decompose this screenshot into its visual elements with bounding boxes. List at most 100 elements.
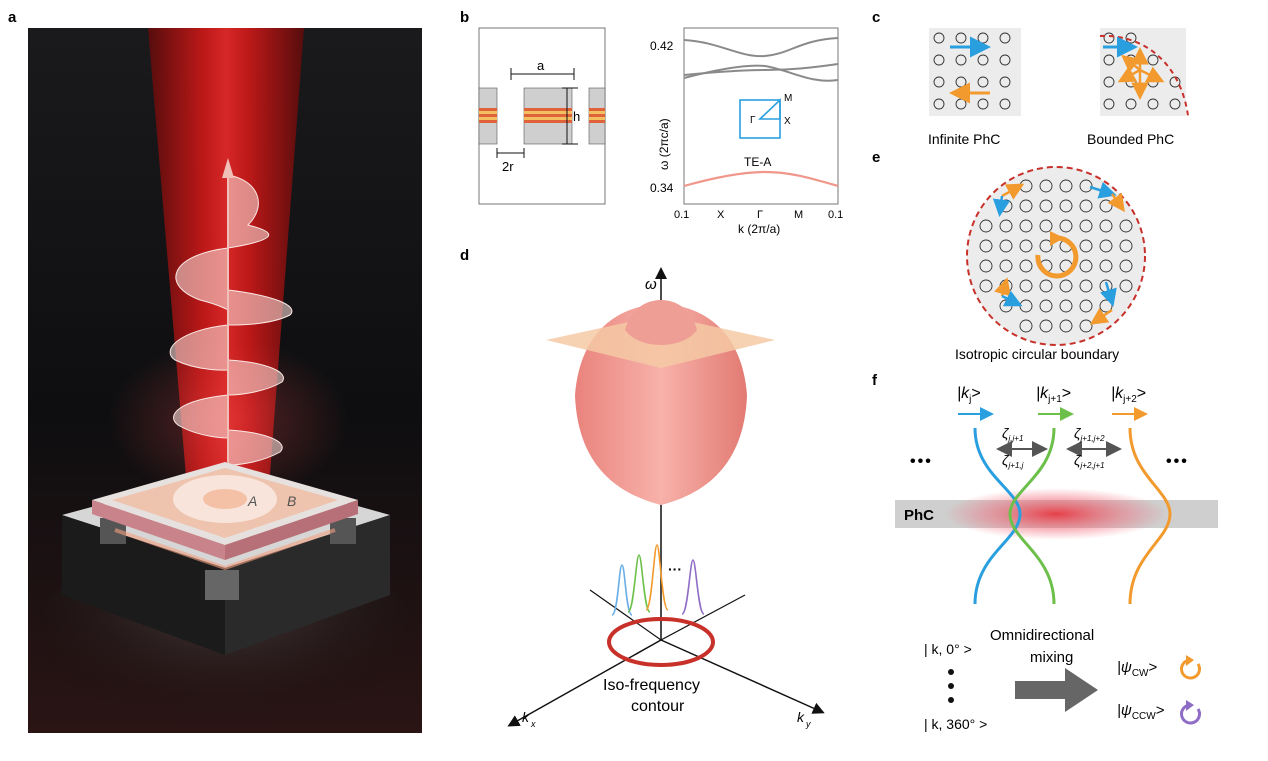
lattice-hole xyxy=(999,259,1013,273)
mixing-caption-1: Omnidirectional xyxy=(990,627,1094,644)
kx-sub: x xyxy=(530,719,536,729)
panel-b-letter: b xyxy=(460,9,469,26)
dim-2r-label: 2r xyxy=(502,159,514,174)
band-upper-3 xyxy=(683,63,839,76)
panel-f: f |kj> |kj+1> |kj+2> PhC ζj,j+1 ζj+1,j ζ… xyxy=(872,372,1218,732)
phc-label: PhC xyxy=(904,507,934,524)
band-upper-1 xyxy=(683,37,839,58)
kx-label: k xyxy=(522,709,530,725)
zeta-top-1: ζj,j+1 xyxy=(1002,425,1023,443)
lattice-hole xyxy=(1059,279,1073,293)
y-axis-label: ω (2πc/a) xyxy=(657,118,671,170)
ky-sub: y xyxy=(805,719,811,729)
contour-caption-2: contour xyxy=(631,698,685,715)
x-ticks: 0.1 X Γ M 0.1 xyxy=(674,209,843,221)
lattice-hole xyxy=(955,32,967,44)
y-tick-top: 0.42 xyxy=(650,39,674,53)
lattice-hole xyxy=(1059,179,1073,193)
lattice-hole xyxy=(1079,259,1093,273)
ket-j1: |kj+1> xyxy=(1036,385,1071,405)
lattice-hole xyxy=(933,54,945,66)
region-b-label: B xyxy=(287,493,296,509)
omega-label: ω xyxy=(645,276,657,293)
vortex-beam-spiral xyxy=(169,174,293,466)
lattice-hole xyxy=(1103,54,1115,66)
slab-edge-glow xyxy=(114,528,336,571)
lattice-hole xyxy=(1059,299,1073,313)
lattice-hole xyxy=(979,239,993,253)
lattice-hole xyxy=(1147,98,1159,110)
axis-back-left xyxy=(589,589,662,641)
panel-e: e Isotropic circular boundary xyxy=(872,149,1146,362)
phc-cavity-glow xyxy=(944,488,1168,540)
panel-f-letter: f xyxy=(872,372,878,389)
lattice-hole xyxy=(1099,239,1113,253)
bz-gamma: Γ xyxy=(750,115,756,126)
lattice-hole xyxy=(1119,279,1133,293)
lattice-hole xyxy=(1079,299,1093,313)
lattice-hole xyxy=(1125,98,1137,110)
panel-b: b a h 2r xyxy=(460,9,843,236)
lattice-hole xyxy=(1019,219,1033,233)
mixing-caption-2: mixing xyxy=(1030,649,1073,666)
x-tick-2: Γ xyxy=(757,209,763,221)
zeta-bot-1: ζj+1,j xyxy=(1002,452,1024,470)
mode-profile-j1 xyxy=(1008,427,1056,605)
dim-a-label: a xyxy=(537,58,545,73)
ellipsis-right: ••• xyxy=(1166,453,1189,470)
lattice-hole xyxy=(1079,179,1093,193)
lattice-hole xyxy=(979,259,993,273)
lattice-hole xyxy=(1039,219,1053,233)
bz-x: X xyxy=(784,116,791,127)
lattice-hole xyxy=(1099,259,1113,273)
lattice-hole xyxy=(1059,199,1073,213)
ket-k-0: | k, 0° > xyxy=(924,641,972,657)
substrate-right-face xyxy=(225,515,390,655)
band-label-te-a: TE-A xyxy=(744,155,771,169)
lattice-hole xyxy=(999,54,1011,66)
lattice-hole xyxy=(1079,219,1093,233)
lattice-hole xyxy=(1039,319,1053,333)
band-surface-top xyxy=(625,300,697,345)
ellipsis-left: ••• xyxy=(910,453,933,470)
x-tick-4: 0.1 xyxy=(828,209,843,221)
bounded-phc-caption: Bounded PhC xyxy=(1087,131,1174,147)
ket-j2: |kj+2> xyxy=(1111,385,1146,405)
contour-caption-1: Iso-frequency xyxy=(603,677,700,694)
panel-c: c Infinite PhC Bounded PhC xyxy=(872,9,1189,147)
lattice-hole xyxy=(1039,279,1053,293)
lattice-hole xyxy=(999,219,1013,233)
peak-green xyxy=(627,554,651,613)
ccw-circulation-icon xyxy=(1180,703,1201,725)
pillar-front xyxy=(205,570,239,600)
lattice-hole xyxy=(1103,98,1115,110)
substrate-left-face xyxy=(62,515,225,655)
infinite-phc-caption: Infinite PhC xyxy=(928,131,1000,147)
zeta-bot-2: ζj+2,j+1 xyxy=(1074,452,1105,470)
central-circulation xyxy=(1035,235,1079,279)
slab-cross-section xyxy=(478,87,606,145)
lattice-hole xyxy=(1079,319,1093,333)
lattice-hole xyxy=(1079,239,1093,253)
lattice-hole xyxy=(1019,319,1033,333)
beam-axis-arrowhead xyxy=(222,158,234,178)
lattice-hole xyxy=(999,76,1011,88)
axis-back-right xyxy=(660,594,746,641)
lattice-hole xyxy=(977,98,989,110)
peak-blue xyxy=(611,564,633,616)
ky-label: k xyxy=(797,709,805,725)
lattice-hole xyxy=(1099,219,1113,233)
panel-a-letter: a xyxy=(8,9,17,26)
bounded-edge-dashed xyxy=(1099,34,1189,117)
lattice-hole xyxy=(999,98,1011,110)
lattice-hole xyxy=(1079,199,1093,213)
psi-ccw: |ψCCW> xyxy=(1117,702,1165,722)
lattice-hole xyxy=(1119,219,1133,233)
peak-orange xyxy=(645,544,669,611)
ky-axis xyxy=(660,639,825,714)
lattice-hole xyxy=(1103,32,1115,44)
lattice-hole xyxy=(979,219,993,233)
lattice-hole xyxy=(933,98,945,110)
lattice-hole xyxy=(1019,239,1033,253)
